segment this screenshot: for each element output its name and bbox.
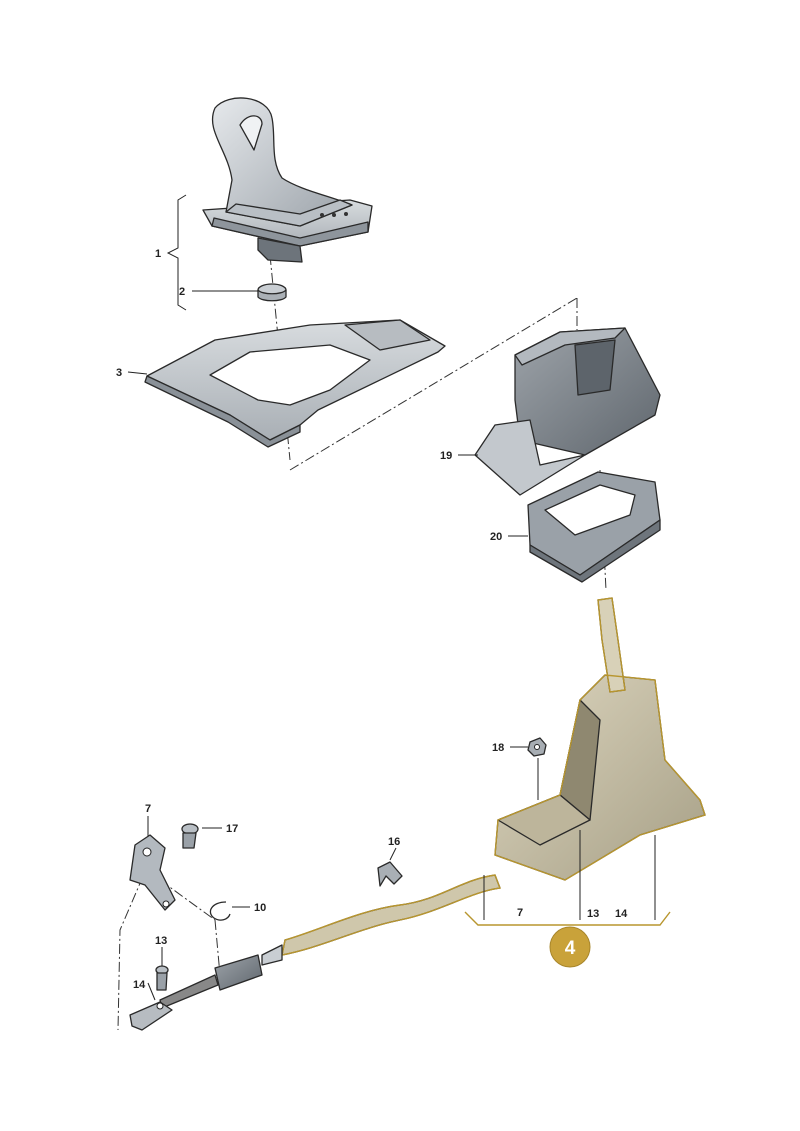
label-part-7-top: 7 bbox=[145, 803, 151, 815]
label-part-16: 16 bbox=[388, 836, 400, 848]
circlip-part-10 bbox=[209, 901, 231, 921]
label-part-1: 1 bbox=[155, 248, 161, 260]
label-part-2: 2 bbox=[179, 286, 185, 298]
label-part-13-left: 13 bbox=[155, 935, 167, 947]
bolt-part-13 bbox=[155, 965, 169, 991]
label-part-10: 10 bbox=[254, 902, 266, 914]
label-part-14-left: 14 bbox=[133, 979, 146, 991]
assembly-badge-circle bbox=[549, 926, 591, 968]
selector-housing-part bbox=[474, 327, 661, 496]
bracket-part bbox=[129, 834, 176, 911]
label-group-14: 14 bbox=[615, 908, 628, 920]
bolt-part-17 bbox=[181, 823, 199, 849]
label-part-18: 18 bbox=[492, 742, 504, 754]
assembly-group-bracket bbox=[464, 830, 671, 926]
label-group-13: 13 bbox=[587, 908, 599, 920]
trim-panel-part bbox=[144, 319, 446, 448]
nut-part-18 bbox=[527, 737, 547, 757]
label-group-7: 7 bbox=[517, 907, 523, 919]
housing-frame-part bbox=[527, 471, 661, 583]
label-part-17: 17 bbox=[226, 823, 238, 835]
lever-part-14 bbox=[129, 1001, 173, 1031]
retaining-ring-part bbox=[257, 283, 287, 302]
gear-selector-knob-part bbox=[202, 97, 373, 263]
label-part-19: 19 bbox=[440, 450, 452, 462]
leader-lines bbox=[127, 194, 539, 1001]
label-part-20: 20 bbox=[490, 531, 502, 543]
assembly-badge-number: 4 bbox=[565, 938, 576, 959]
shift-mechanism-assembly bbox=[159, 597, 706, 1009]
label-part-3: 3 bbox=[116, 367, 122, 379]
assembly-badge: 4 bbox=[549, 926, 591, 968]
clip-part-16 bbox=[377, 861, 403, 887]
